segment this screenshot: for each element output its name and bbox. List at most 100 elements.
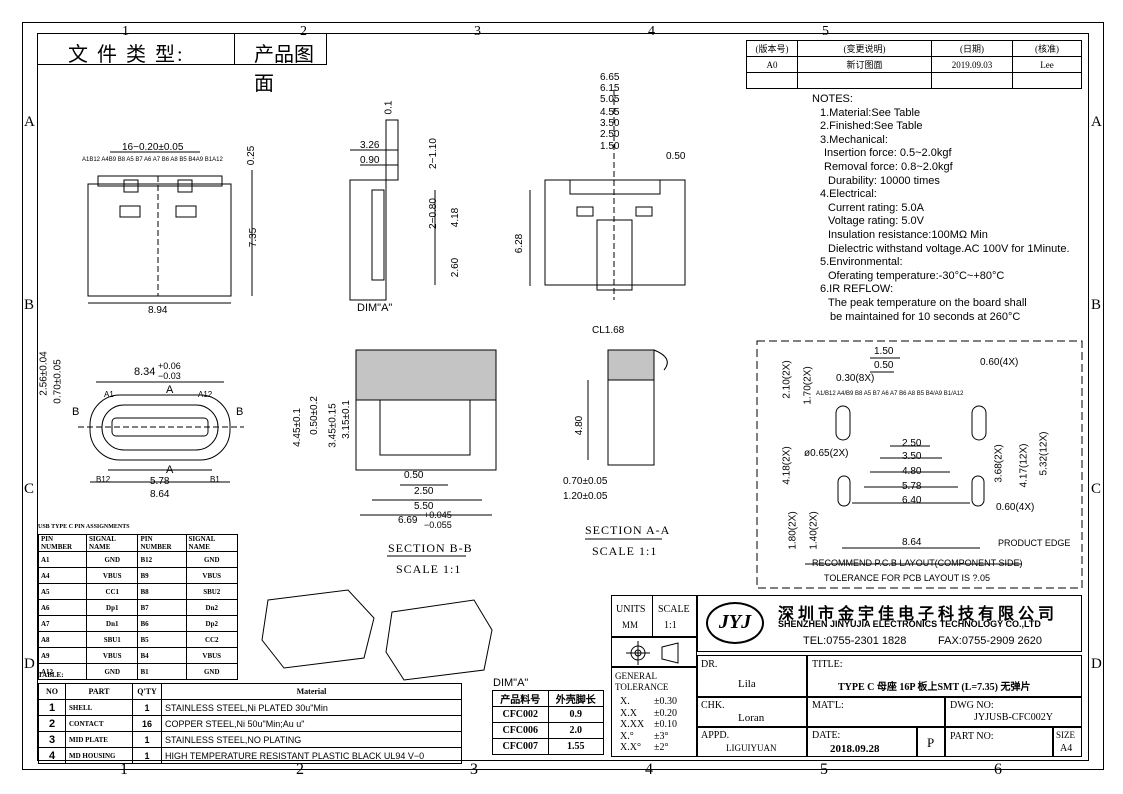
bom-caption: TABLE:	[38, 671, 64, 679]
pin-header-3: PIN NUMBER	[137, 534, 187, 552]
tb-projection-box	[611, 637, 697, 667]
tb-title-label: TITLE:	[812, 659, 843, 670]
tb-size-box: SIZE A4	[1053, 727, 1082, 757]
tolerance-value: ±3°	[654, 730, 669, 742]
dim-s-669: 6.69	[398, 515, 418, 526]
pin-cell: GND	[86, 551, 139, 568]
rear-pin-strip	[569, 179, 661, 195]
dim-f-834-dn: −0.03	[158, 371, 181, 381]
tolerance-value: ±2°	[654, 742, 669, 753]
dim-cell: 0.9	[547, 706, 604, 723]
tolerance-row: X.XX±0.10	[620, 719, 677, 731]
dim-side-2110: 2−1.10	[427, 138, 439, 169]
rear-tongue	[596, 219, 633, 291]
pin-cell: B7	[137, 599, 187, 616]
tb-units-label: UNITS	[616, 604, 646, 615]
tolerance-row: X.° ±3°	[620, 731, 677, 743]
bom-cell: 1	[132, 747, 162, 764]
tb-dwg-box: DWG NO: JYJUSB-CFC002Y	[945, 697, 1082, 727]
dim-f-864: 8.64	[150, 489, 170, 500]
note-line: The peak temperature on the board shall	[828, 296, 1027, 309]
section-mark-b-right: B	[236, 406, 244, 418]
bom-cell: 3	[38, 731, 66, 748]
pin-cell: B9	[137, 567, 187, 584]
pin-label-b12: B12	[96, 475, 111, 484]
revision-table: (版本号) (变更说明) (日期) (核准) A0 新订图面 2019.09.0…	[746, 40, 1082, 89]
pin-cell: A8	[37, 631, 88, 648]
zone-left-d: D	[24, 656, 35, 672]
pin-cell: VBUS	[86, 647, 139, 664]
dim-r-665: 6.65	[600, 72, 620, 83]
company-tel: TEL:0755-2301 1828	[803, 635, 907, 647]
note-line: Removal force: 0.8~2.0kgf	[824, 160, 953, 173]
dim-header-length: 外壳脚长	[547, 690, 604, 707]
rear-window-right	[635, 206, 653, 217]
note-line: Insulation resistance:100MΩ Min	[828, 228, 988, 241]
pcb-dim-532: 5.32(12X)	[1038, 431, 1050, 476]
bom-cell: STAINLESS STEEL,NO PLATING	[161, 731, 462, 748]
tb-part-label: PART NO:	[950, 731, 994, 742]
dim-side-090: 0.90	[360, 155, 380, 166]
zone-right-d: D	[1091, 656, 1102, 672]
zone-left-b: B	[24, 297, 35, 313]
pcb-dim-578: 5.78	[902, 481, 922, 492]
pcb-dim-180: 1.80(2X)	[787, 511, 799, 550]
dim-r-455: 4.55	[600, 107, 620, 118]
note-line: Voltage rating: 5.0V	[828, 215, 925, 228]
dim-a-label: DIM"A"	[357, 302, 393, 314]
note-line: Current rating: 5.0A	[828, 201, 924, 214]
zone-top-4: 4	[648, 24, 655, 39]
pcb-dim-368: 3.68(2X)	[993, 444, 1005, 483]
pcb-dim-030: 0.30(8X)	[836, 373, 875, 384]
tb-size-label: SIZE	[1056, 730, 1075, 740]
section-aa-hook	[653, 349, 668, 371]
pin-header-2: SIGNAL NAME	[86, 534, 139, 552]
pin-cell: Dp2	[185, 615, 239, 632]
tb-dr-value: Lila	[738, 678, 756, 690]
dim-a-070: 0.70±0.05	[563, 476, 608, 487]
dim-894: 8.94	[148, 305, 168, 316]
dim-r-628: 6.28	[514, 233, 526, 254]
section-aa-title: SECTION A-A	[585, 523, 671, 537]
dim-s-050b: 0.50	[404, 470, 424, 481]
pcb-dim-150: 1.50	[874, 346, 894, 357]
tolerance-key: X.	[620, 696, 630, 707]
dim-r-350: 3.50	[600, 118, 620, 129]
tb-dr-box: DR. Lila	[697, 655, 807, 697]
pcb-tolerance: TOLERANCE FOR PCB LAYOUT IS ?.05	[824, 573, 991, 583]
bom-cell: HIGH TEMPERATURE RESISTANT PLASTIC BLACK…	[161, 747, 462, 764]
dim-f-070: 0.70±0.05	[52, 359, 64, 404]
dim-r-050: 0.50	[666, 151, 686, 162]
pin-cell: B5	[137, 631, 187, 648]
tb-p-box: P	[917, 727, 945, 757]
front-body-outline	[87, 183, 232, 297]
company-name-en: SHENZHEN JINYUJIA ELECTRONICS TECHNOLOGY…	[778, 619, 1041, 629]
dim-f-834: 8.34	[134, 366, 156, 378]
zone-top-1: 1	[122, 24, 129, 39]
pcb-dim-640: 6.40	[902, 495, 922, 506]
dim-header-part: 产品料号	[492, 690, 549, 707]
pin-table-caption: USB TYPE C PIN ASSIGNMENTS	[38, 524, 130, 530]
doc-type-label: 文 件 类 型:	[68, 44, 185, 66]
side-view-leg	[371, 189, 385, 281]
tolerance-value: ±0.30	[654, 696, 677, 707]
section-bb-outline	[355, 349, 497, 471]
tolerance-row: X.X±0.20	[620, 708, 677, 720]
bom-cell: SHELL	[65, 699, 133, 716]
pin-cell: GND	[86, 663, 139, 680]
doc-type-divider	[234, 34, 235, 64]
tolerance-key: X.°	[620, 730, 634, 742]
pin-cell: A5	[37, 583, 88, 600]
pcb-slot-bottom-left	[837, 475, 851, 507]
pin-cell: A6	[37, 599, 88, 616]
